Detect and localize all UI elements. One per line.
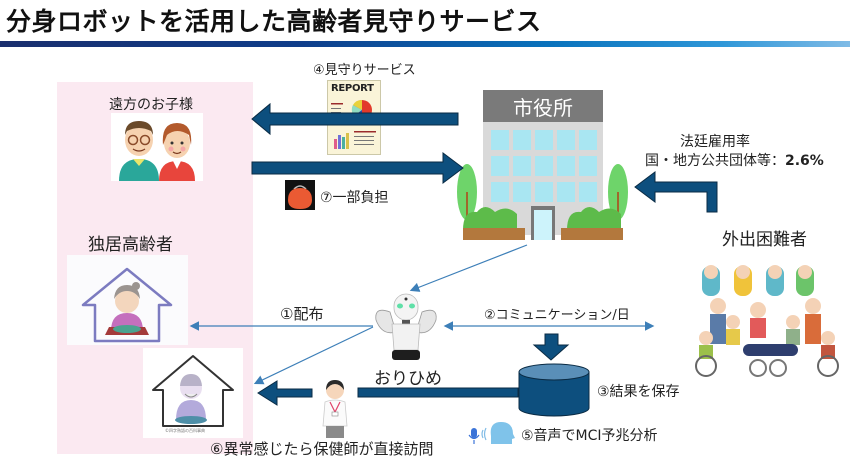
- robot-label: おりひめ: [374, 369, 442, 389]
- employment-rate-line: 国・地方公共団体等：2.6%: [645, 150, 824, 170]
- city-hall-sign: 市役所: [513, 96, 573, 120]
- step4-label: ④見守りサービス: [313, 63, 416, 78]
- page-title: 分身ロボットを活用した高齢者見守りサービス: [6, 7, 542, 36]
- disabled-persons-illustration: [688, 256, 848, 380]
- children-illustration: [111, 113, 203, 181]
- purse-icon: [285, 180, 315, 210]
- visit-arrow-tail: [357, 387, 519, 398]
- disabled-persons-label: 外出困難者: [722, 230, 807, 250]
- employment-arrow: [634, 171, 718, 213]
- illustration-credit: ©四字熟語の百科事典: [165, 428, 205, 433]
- step7-label: ⑦一部負担: [320, 190, 389, 206]
- payment-arrow: [251, 152, 464, 184]
- step1-label: ①配布: [280, 305, 324, 323]
- step2-label: ②コミュニケーション/日: [484, 308, 630, 323]
- voice-analysis-icon: [467, 418, 517, 448]
- elderly-woman-house-illustration: [67, 255, 188, 345]
- step6-label: ⑥異常感じたら保健師が直接訪問: [210, 440, 434, 458]
- distribution-line-cityhall-robot: [409, 244, 528, 292]
- report-heading: REPORT: [331, 83, 374, 94]
- step3-label: ③結果を保存: [597, 384, 680, 400]
- elderly-man-house-illustration: ©四字熟語の百科事典: [143, 348, 243, 438]
- orihime-robot-illustration: [372, 292, 440, 364]
- title-underline-bar: [0, 41, 850, 47]
- elderly-label: 独居高齢者: [88, 235, 173, 255]
- city-hall-illustration: 市役所: [455, 82, 630, 245]
- children-label: 遠方のお子様: [109, 97, 193, 113]
- employment-rate-label: 国・地方公共団体等：: [645, 153, 785, 169]
- visit-arrow-head: [257, 380, 313, 406]
- service-arrow: [251, 102, 459, 136]
- nurse-illustration: [316, 378, 354, 440]
- database-icon: [518, 363, 590, 417]
- employment-rate-value: 2.6%: [785, 153, 824, 169]
- step5-label: ⑤音声でMCI予兆分析: [521, 428, 658, 444]
- employment-rate-title: 法廷雇用率: [680, 134, 750, 150]
- distribution-line-robot-elderly-man: [253, 326, 374, 385]
- store-down-arrow: [532, 333, 570, 361]
